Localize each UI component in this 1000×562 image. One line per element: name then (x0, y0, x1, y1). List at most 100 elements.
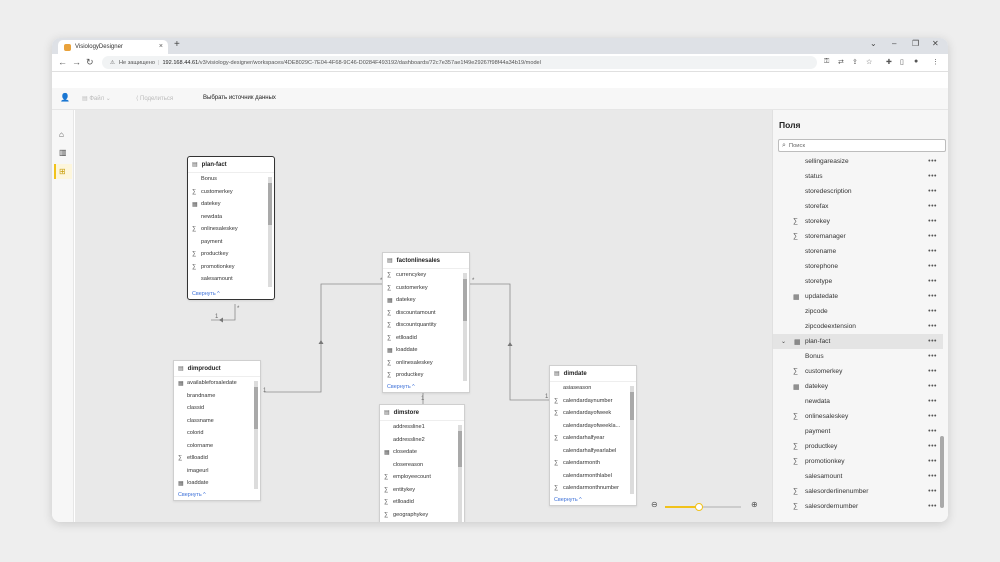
more-options-icon[interactable]: ••• (928, 398, 937, 405)
model-nav-item[interactable] (54, 164, 72, 179)
fields-list-item[interactable]: storefax••• (773, 199, 943, 214)
collapse-link[interactable]: Свернуть ^ (387, 384, 415, 390)
table-field-row[interactable]: ▦closedate (380, 446, 464, 459)
zoom-slider-handle[interactable] (695, 503, 704, 511)
more-options-icon[interactable]: ••• (928, 203, 937, 210)
scrollbar[interactable] (268, 177, 272, 287)
reload-icon[interactable]: ↻ (86, 57, 94, 67)
more-options-icon[interactable]: ••• (928, 503, 937, 510)
select-datasource-button[interactable]: Выбрать источник данных (203, 95, 276, 101)
table-field-row[interactable]: ▦datekey (383, 294, 469, 307)
fields-list-item[interactable]: ∑promotionkey••• (773, 454, 943, 469)
scrollbar[interactable] (463, 273, 467, 381)
table-field-row[interactable]: Bonus (188, 173, 274, 186)
url-field[interactable]: ⚠ Не защищено | 192.168.44.61 /v3/visiol… (102, 56, 817, 69)
table-field-row[interactable]: ∑discountamount (383, 307, 469, 320)
table-field-row[interactable]: asiaseason (550, 382, 636, 395)
table-field-row[interactable]: classid (174, 402, 260, 415)
star-icon[interactable]: ☆ (866, 59, 873, 66)
table-field-row[interactable]: ∑onlinesaleskey (188, 223, 274, 236)
table-field-row[interactable]: ▦availableforsaledate (174, 377, 260, 390)
table-field-row[interactable]: ∑productkey (188, 248, 274, 261)
fields-list-item[interactable]: zipcodeextension••• (773, 319, 943, 334)
fields-list-item[interactable]: Bonus••• (773, 349, 943, 364)
zoom-in-icon[interactable]: ⊕ (751, 500, 758, 509)
more-options-icon[interactable]: ••• (928, 188, 937, 195)
scrollbar[interactable] (254, 381, 258, 489)
model-icon[interactable]: ⊞ (59, 167, 66, 176)
fields-scrollbar[interactable] (940, 110, 946, 522)
key-icon[interactable]: ⚿ (824, 58, 830, 65)
fields-list-item[interactable]: ∑salesquantity••• (773, 514, 943, 518)
close-tab-icon[interactable]: × (158, 43, 163, 50)
fields-list-item[interactable]: ∑salesordernumber••• (773, 499, 943, 514)
table-field-row[interactable]: addressline1 (380, 421, 464, 434)
close-window-icon[interactable]: ✕ (932, 39, 939, 48)
table-field-row[interactable]: ∑calendardaynumber (550, 395, 636, 408)
more-options-icon[interactable]: ••• (928, 383, 937, 390)
table-field-row[interactable]: ∑entitykey (380, 484, 464, 497)
share-button[interactable]: ⟨ Поделиться (136, 96, 174, 102)
table-dimdate[interactable]: ▤dimdate asiaseason∑calendardaynumber∑ca… (549, 365, 637, 506)
more-options-icon[interactable]: ••• (928, 278, 937, 285)
table-field-row[interactable]: ∑calendarmonthnumber (550, 482, 636, 495)
tab-search-icon[interactable]: ⌄ (870, 39, 877, 48)
table-field-row[interactable]: classname (174, 415, 260, 428)
menu-icon[interactable]: ⋮ (932, 59, 939, 66)
home-icon[interactable]: ⌂ (59, 130, 64, 139)
fields-list-item[interactable]: storedescription••• (773, 184, 943, 199)
fields-list-item[interactable]: zipcode••• (773, 304, 943, 319)
table-field-row[interactable]: ∑promotionkey (188, 261, 274, 274)
table-field-row[interactable]: brandname (174, 390, 260, 403)
table-field-row[interactable]: calendarhalfyearlabel (550, 445, 636, 458)
table-field-row[interactable]: ∑etlloadid (380, 496, 464, 509)
fields-list-item[interactable]: storetype••• (773, 274, 943, 289)
forward-icon[interactable]: → (72, 57, 81, 67)
fields-list-item[interactable]: ∑customerkey••• (773, 364, 943, 379)
more-options-icon[interactable]: ••• (928, 293, 937, 300)
table-field-row[interactable]: ▦loaddate (383, 344, 469, 357)
more-options-icon[interactable]: ••• (928, 173, 937, 180)
sidepanel-icon[interactable]: ▯ (900, 59, 904, 66)
user-icon[interactable]: 👤 (60, 93, 70, 102)
table-field-row[interactable]: newdata (188, 211, 274, 224)
maximize-icon[interactable]: ❐ (912, 39, 920, 48)
table-field-row[interactable]: salesamount (188, 273, 274, 286)
fields-list-item[interactable]: sellingareasize••• (773, 154, 943, 169)
more-options-icon[interactable]: ••• (928, 248, 937, 255)
table-field-row[interactable]: ∑etlloadid (174, 452, 260, 465)
table-field-row[interactable]: ∑onlinesaleskey (383, 357, 469, 370)
table-field-row[interactable]: ∑geographykey (380, 509, 464, 522)
scrollbar[interactable] (630, 386, 634, 494)
fields-list-item[interactable]: ∑productkey••• (773, 439, 943, 454)
translate-icon[interactable]: ⇄ (838, 59, 844, 66)
new-tab-button[interactable]: + (174, 39, 180, 50)
collapse-link[interactable]: Свернуть ^ (554, 497, 582, 503)
fields-list-item[interactable]: ∑storemanager••• (773, 229, 943, 244)
table-field-row[interactable]: calendardayofweekla... (550, 420, 636, 433)
fields-list-item[interactable]: ▦datekey••• (773, 379, 943, 394)
fields-list-item[interactable]: storename••• (773, 244, 943, 259)
back-icon[interactable]: ← (58, 57, 67, 67)
table-field-row[interactable]: calendarmonthlabel (550, 470, 636, 483)
table-field-row[interactable]: closereason (380, 459, 464, 472)
table-field-row[interactable]: imageurl (174, 465, 260, 478)
table-field-row[interactable]: ∑calendardayofweek (550, 407, 636, 420)
table-field-row[interactable]: payment (188, 236, 274, 249)
browser-tab[interactable]: VisiologyDesigner × (58, 40, 168, 54)
more-options-icon[interactable]: ••• (928, 413, 937, 420)
more-options-icon[interactable]: ••• (928, 368, 937, 375)
more-options-icon[interactable]: ••• (928, 458, 937, 465)
more-options-icon[interactable]: ••• (928, 338, 937, 345)
table-field-row[interactable]: ∑customerkey (383, 282, 469, 295)
chart-icon[interactable]: ▥ (59, 148, 67, 157)
more-options-icon[interactable]: ••• (928, 488, 937, 495)
more-options-icon[interactable]: ••• (928, 308, 937, 315)
fields-list-item[interactable]: status••• (773, 169, 943, 184)
table-header[interactable]: ▤dimproduct (174, 361, 260, 377)
table-header[interactable]: ▤factonlinesales (383, 253, 469, 269)
zoom-out-icon[interactable]: ⊖ (651, 500, 658, 509)
table-factonlinesales[interactable]: ▤factonlinesales ∑currencykey∑customerke… (382, 252, 470, 393)
